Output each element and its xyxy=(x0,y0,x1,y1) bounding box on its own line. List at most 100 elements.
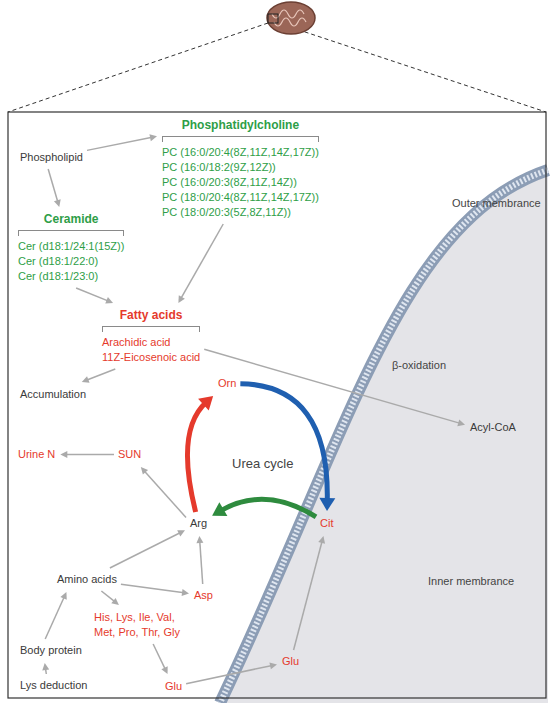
connector-line xyxy=(187,402,206,512)
metabolite-name: Cer (d18:1/24:1(15Z)) xyxy=(18,239,124,254)
flow-arrow xyxy=(204,349,465,426)
arrowhead xyxy=(105,297,113,303)
metabolite-name: PC (16:0/18:2(9Z,12Z)) xyxy=(162,160,319,175)
metabolite: Urine N xyxy=(16,445,57,464)
flow-arrow xyxy=(178,224,223,303)
connector-line xyxy=(186,665,272,683)
metabolite: Orn xyxy=(216,374,238,393)
cycle-arrow xyxy=(240,384,335,511)
metabolite: Glu xyxy=(280,652,301,671)
metabolite-name: PC (16:0/20:3(8Z,11Z,14Z)) xyxy=(162,175,319,190)
group-heading: Ceramide xyxy=(18,212,124,227)
arrowhead xyxy=(319,498,335,511)
arrowhead xyxy=(212,502,227,516)
arrowhead xyxy=(457,419,465,426)
metabolite-name: Cit xyxy=(320,516,333,531)
metabolite: Acyl-CoA xyxy=(468,418,518,437)
metabolite-name: Arg xyxy=(190,516,207,531)
arrowhead xyxy=(42,663,49,670)
connector-line xyxy=(153,644,165,670)
metabolite: Body protein xyxy=(18,641,84,660)
metabolite-name: PC (16:0/20:4(8Z,11Z,14Z,17Z)) xyxy=(162,145,319,160)
connector-line xyxy=(294,541,323,650)
metabolite-name: Amino acids xyxy=(57,572,117,587)
connector-line xyxy=(65,454,114,456)
metabolite-name: Lys deduction xyxy=(20,678,87,693)
metabolite-name: Orn xyxy=(218,376,236,391)
metabolite-group: Phosphatidylcholine PC (16:0/20:4(8Z,11Z,… xyxy=(160,116,321,222)
connector-line xyxy=(87,137,152,150)
flow-arrow xyxy=(141,467,186,517)
metabolite: Glu xyxy=(163,677,184,696)
group-heading: Fatty acids xyxy=(102,308,200,323)
flow-arrow xyxy=(45,592,67,639)
connector-line xyxy=(204,349,460,423)
arrowhead xyxy=(178,295,184,303)
zoom-line xyxy=(278,23,546,112)
flow-arrow xyxy=(48,169,61,207)
connector-line xyxy=(181,224,223,299)
flow-arrow xyxy=(42,663,49,674)
bracket xyxy=(102,326,200,332)
membrane-texture xyxy=(220,170,548,703)
metabolite-name: PC (18:0/20:4(8Z,11Z,14Z,17Z)) xyxy=(162,190,319,205)
metabolite-name: SUN xyxy=(118,447,141,462)
flow-arrow xyxy=(76,288,113,304)
flow-arrow xyxy=(110,530,185,568)
arrowhead xyxy=(60,451,67,458)
arrowhead xyxy=(161,666,167,674)
connector-line xyxy=(86,369,115,380)
metabolite-name: Arachidic acid xyxy=(102,335,200,350)
region-label: Outer membrance xyxy=(452,196,541,211)
group-heading: Phosphatidylcholine xyxy=(162,118,319,133)
arrowhead xyxy=(198,396,213,411)
edge-label: β-oxidation xyxy=(392,358,446,373)
arrowhead xyxy=(182,589,189,596)
metabolite-name: Glu xyxy=(282,654,299,669)
metabolite-name: PC (18:0/20:3(5Z,8Z,11Z)) xyxy=(162,205,319,220)
metabolite: SUN xyxy=(116,445,143,464)
metabolite: Asp xyxy=(192,586,215,605)
bracket xyxy=(162,136,319,142)
connector-line xyxy=(48,169,58,202)
arrowhead xyxy=(54,199,61,207)
zoom-line xyxy=(8,23,268,112)
metabolite: Lys deduction xyxy=(18,676,89,695)
mitochondrion xyxy=(267,2,315,34)
flow-arrow xyxy=(153,644,168,674)
arrowhead xyxy=(141,467,148,475)
arrowhead xyxy=(82,376,90,383)
connector-line xyxy=(110,533,181,568)
metabolite: Phospholipid xyxy=(18,148,85,167)
metabolite-name: Glu xyxy=(165,679,182,694)
matrix-region xyxy=(220,170,548,703)
bracket xyxy=(18,230,124,236)
zoom-box xyxy=(268,14,278,23)
cycle-arrow xyxy=(212,499,316,516)
metabolite-group: Fatty acidsArachidic acid11Z-Eicosenoic … xyxy=(100,306,202,367)
flow-arrow xyxy=(60,451,114,458)
arrowhead xyxy=(177,530,185,536)
flow-arrow xyxy=(87,134,157,150)
membrane xyxy=(220,170,548,703)
metabolite-name: Body protein xyxy=(20,643,82,658)
arrowhead xyxy=(318,536,325,544)
flow-arrow xyxy=(186,662,277,683)
connector-line xyxy=(220,499,316,516)
flow-arrow xyxy=(121,584,189,596)
arrowhead xyxy=(60,592,66,600)
flow-arrow xyxy=(196,536,203,584)
zoom-frame xyxy=(8,112,546,698)
metabolite-name: Urine N xyxy=(18,447,55,462)
connector-line xyxy=(200,541,203,584)
arrowhead xyxy=(111,598,119,605)
metabolite-name: Cer (d18:1/23:0) xyxy=(18,269,124,284)
metabolite: Arg xyxy=(188,514,209,533)
connector-line xyxy=(240,384,327,502)
metabolite: Accumulation xyxy=(18,385,88,404)
arrowhead xyxy=(269,662,277,669)
arrowhead xyxy=(149,134,157,141)
